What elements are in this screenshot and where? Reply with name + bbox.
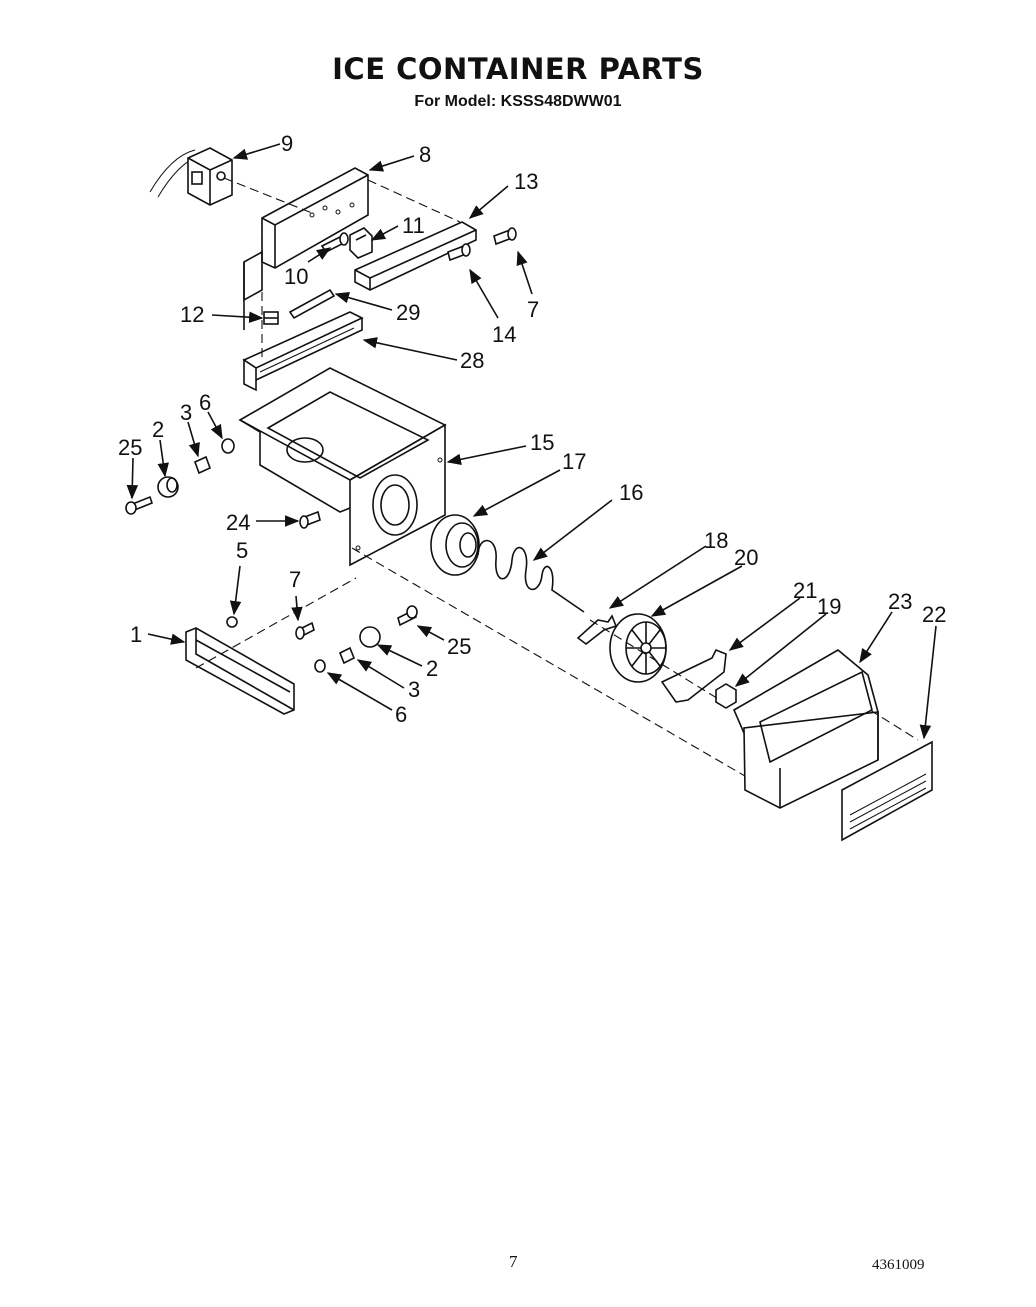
part-25-screw-lower [397, 605, 418, 627]
callout-19: 19 [817, 594, 841, 619]
part-3-bushing-lower [338, 646, 356, 665]
callout-14: 14 [492, 322, 516, 347]
callout-18: 18 [704, 528, 728, 553]
alignment-line-8-13 [367, 179, 461, 223]
callout-17: 17 [562, 449, 586, 474]
part-2-roller-left [157, 476, 179, 498]
callout-6-left: 6 [199, 390, 211, 415]
callout-13: 13 [514, 169, 538, 194]
callout-20: 20 [734, 545, 758, 570]
callout-22: 22 [922, 602, 946, 627]
part-15-housing [238, 367, 447, 567]
part-11-clip [349, 227, 373, 259]
callout-25-lower: 25 [447, 634, 471, 659]
callout-24: 24 [226, 510, 250, 535]
part-14-screw [447, 243, 471, 262]
part-3-bushing-left [193, 455, 212, 475]
part-21-bracket [660, 648, 727, 703]
callout-6-lower: 6 [395, 702, 407, 727]
callout-11: 11 [402, 213, 425, 238]
page-number: 7 [509, 1252, 518, 1271]
part-12-fastener [263, 311, 279, 325]
document-number: 4361009 [872, 1257, 925, 1273]
part-7-screw-lower [295, 621, 315, 640]
part-13-cover [354, 221, 477, 291]
part-5-small [226, 616, 238, 628]
page-title: ICE CONTAINER PARTS [332, 52, 704, 86]
part-25-screw-left [125, 495, 153, 515]
callout-21: 21 [793, 578, 817, 603]
alignment-line-hub [589, 619, 721, 701]
part-24-screw [299, 510, 321, 529]
callout-10: 10 [284, 264, 308, 289]
callout-7-lower: 7 [289, 567, 301, 592]
callout-2-lower: 2 [426, 656, 438, 681]
model-subtitle: For Model: KSSS48DWW01 [414, 93, 622, 110]
alignment-line-rail [195, 577, 357, 669]
alignment-line-9-8 [223, 177, 313, 214]
callout-16: 16 [619, 480, 643, 505]
part-28-trough [242, 311, 364, 392]
callout-9: 9 [281, 131, 293, 156]
part-22-front-panel [841, 740, 933, 842]
part-19-nut [715, 683, 737, 709]
part-1-rail [185, 627, 295, 715]
callout-7-top: 7 [527, 297, 539, 322]
callout-15: 15 [530, 430, 554, 455]
callout-23: 23 [888, 589, 912, 614]
alignment-line-box-bin [351, 547, 746, 777]
callout-29: 29 [396, 300, 420, 325]
callout-8: 8 [419, 142, 431, 167]
part-20-drum [609, 613, 667, 683]
part-29-rod [288, 288, 336, 320]
callout-12: 12 [180, 302, 204, 327]
callout-5: 5 [236, 538, 248, 563]
callout-3-lower: 3 [408, 677, 420, 702]
part-7-screw-top [493, 227, 517, 246]
alignment-line-bin-panel [869, 709, 919, 741]
part-2-roller-lower [359, 626, 381, 648]
part-23-ice-bin [732, 649, 879, 809]
part-16-auger-spring [477, 539, 585, 613]
part-6-washer-lower [314, 659, 326, 673]
callout-1: 1 [130, 622, 142, 647]
part-17-auger-cup [430, 514, 480, 576]
part-6-washer-left [221, 438, 235, 454]
callout-2-left: 2 [152, 417, 164, 442]
callout-3-left: 3 [180, 400, 192, 425]
callout-28: 28 [460, 348, 484, 373]
callout-25-left: 25 [118, 435, 142, 460]
part-9-motor [149, 147, 233, 206]
part-8-bracket [243, 167, 369, 330]
part-18-crusher-blade [576, 614, 618, 646]
